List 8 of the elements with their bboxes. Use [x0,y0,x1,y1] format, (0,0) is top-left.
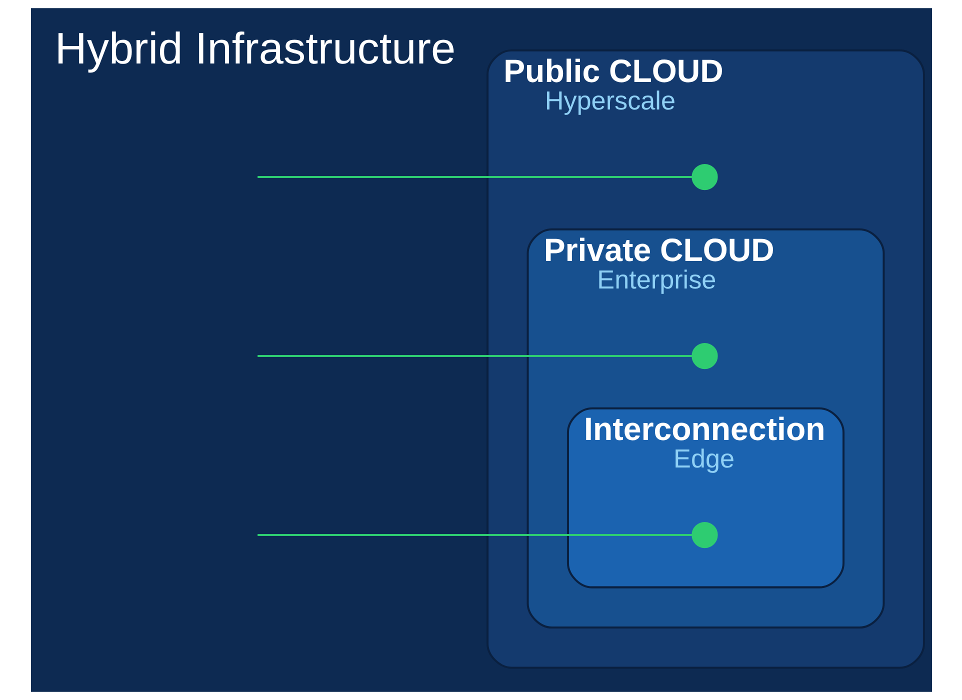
label: Hybrid Infrastructure [54,24,456,74]
connector [257,176,692,178]
node-circle [691,164,718,190]
cluster: Interconnection Edge [566,407,844,588]
node-circle [691,522,718,548]
connector [257,355,692,358]
connector [257,534,692,536]
node-circle [691,342,718,370]
